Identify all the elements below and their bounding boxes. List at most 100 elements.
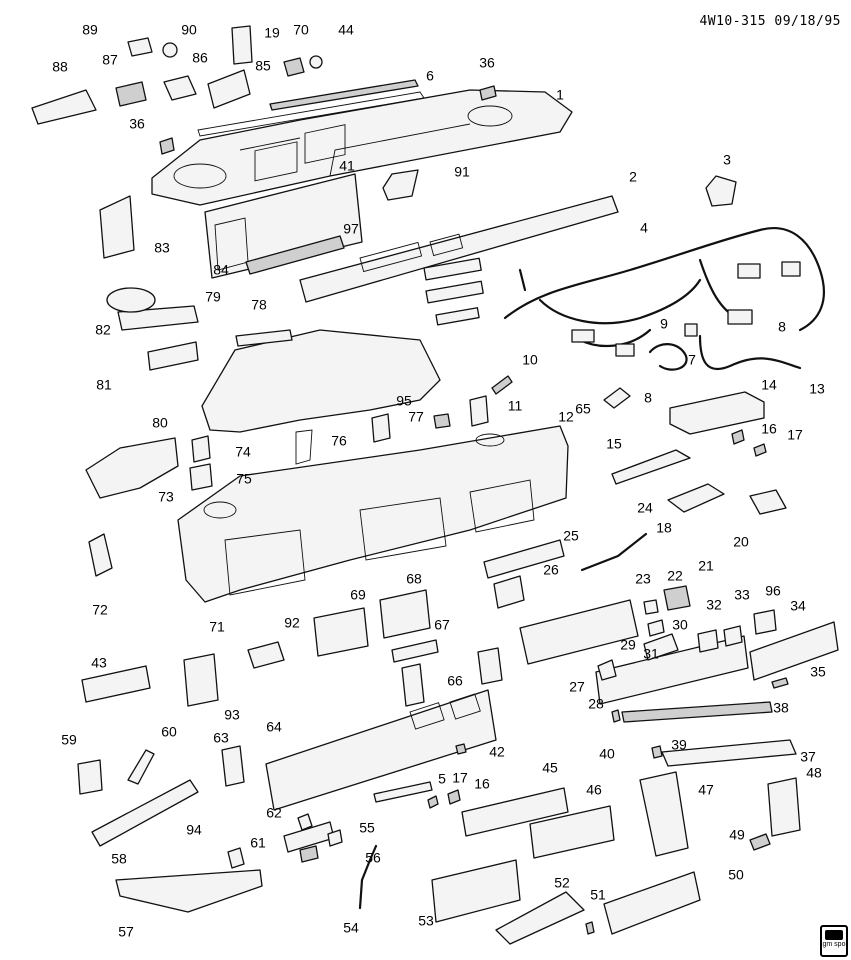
callout-c74: 74 — [235, 444, 251, 460]
callout-c42: 42 — [489, 744, 505, 760]
callout-c14: 14 — [761, 377, 777, 393]
callout-c54: 54 — [343, 920, 359, 936]
callout-c91: 91 — [454, 164, 470, 180]
outlet-75 — [189, 463, 213, 491]
relay — [684, 323, 698, 337]
callout-c30: 30 — [672, 617, 688, 633]
bracket-18 — [667, 483, 725, 513]
callout-c97: 97 — [343, 221, 359, 237]
callout-c60: 60 — [161, 724, 177, 740]
outlet-26 — [493, 575, 525, 609]
compartment-53 — [431, 859, 521, 923]
callout-c32: 32 — [706, 597, 722, 613]
screw-51 — [585, 921, 595, 935]
callout-c84: 84 — [213, 262, 229, 278]
clip-62 — [297, 813, 313, 831]
gm-spo-logo: gm spo — [820, 925, 848, 957]
screw-17a — [753, 443, 767, 457]
callout-c24: 24 — [637, 500, 653, 516]
callout-c8a: 8 — [778, 319, 786, 335]
nameplate-badges — [423, 257, 484, 326]
callout-c17b: 17 — [452, 770, 468, 786]
callout-c55: 55 — [359, 820, 375, 836]
callout-c72: 72 — [92, 602, 108, 618]
grille-78 — [235, 329, 293, 347]
trim-panel — [299, 195, 619, 303]
callout-c47: 47 — [698, 782, 714, 798]
harness-connector — [705, 175, 737, 207]
callout-c87: 87 — [102, 52, 118, 68]
outlet-81 — [147, 341, 199, 371]
callout-c25: 25 — [563, 528, 579, 544]
callout-c62: 62 — [266, 805, 282, 821]
control-module — [669, 391, 765, 435]
screw-17b — [427, 795, 439, 809]
callout-c2: 2 — [629, 169, 637, 185]
callout-c86: 86 — [192, 50, 208, 66]
callout-c10: 10 — [522, 352, 538, 368]
lower-trim-64 — [265, 689, 497, 811]
wiring-harness — [503, 227, 825, 357]
switch-66a — [401, 663, 425, 707]
extension-harness — [698, 334, 802, 371]
cover-94 — [227, 847, 245, 869]
callout-c13: 13 — [809, 381, 825, 397]
callout-c26: 26 — [543, 562, 559, 578]
switch-87 — [115, 81, 147, 107]
knob-90 — [162, 42, 178, 58]
screw-40 — [611, 709, 621, 723]
callout-c90: 90 — [181, 22, 197, 38]
callout-c22: 22 — [667, 568, 683, 584]
fastener-10 — [491, 375, 513, 395]
harness-24 — [580, 532, 648, 572]
callout-c12: 12 — [558, 409, 574, 425]
callout-c79: 79 — [205, 289, 221, 305]
callout-c44: 44 — [338, 22, 354, 38]
radio-43 — [81, 665, 151, 703]
callout-c70: 70 — [293, 22, 309, 38]
switch-63 — [221, 745, 245, 787]
instrument-panel-pad — [151, 89, 573, 206]
callout-c51: 51 — [590, 887, 606, 903]
callout-c19: 19 — [264, 25, 280, 41]
callout-c9: 9 — [660, 316, 668, 332]
bezel-45 — [461, 787, 569, 837]
callout-c43: 43 — [91, 655, 107, 671]
callout-c40: 40 — [599, 746, 615, 762]
callout-c15: 15 — [606, 436, 622, 452]
outlet-74 — [191, 435, 211, 463]
outlet-25 — [483, 539, 565, 579]
callout-c96: 96 — [765, 583, 781, 599]
switch-31 — [647, 619, 665, 637]
callout-c71: 71 — [209, 619, 225, 635]
defroster-grille — [269, 79, 419, 111]
switch-55 — [327, 829, 343, 847]
clip-59 — [77, 759, 103, 795]
callout-c88: 88 — [52, 59, 68, 75]
callout-c49: 49 — [729, 827, 745, 843]
callout-c95: 95 — [396, 393, 412, 409]
bracket-85 — [207, 69, 251, 109]
callout-c36a: 36 — [479, 55, 495, 71]
bracket-76 — [295, 429, 313, 465]
control-69 — [313, 607, 369, 657]
callout-c58: 58 — [111, 851, 127, 867]
callout-c81: 81 — [96, 377, 112, 393]
callout-c52: 52 — [554, 875, 570, 891]
callout-c53: 53 — [418, 913, 434, 929]
callout-c17a: 17 — [787, 427, 803, 443]
drawing-code: 4W10-315 09/18/95 — [699, 14, 841, 29]
bulb-socket-70 — [283, 57, 305, 77]
bracket-83 — [99, 195, 135, 259]
callout-c68: 68 — [406, 571, 422, 587]
switch-33 — [723, 625, 743, 647]
callout-c94: 94 — [186, 822, 202, 838]
trim-46 — [529, 805, 615, 859]
lamp-44 — [309, 55, 323, 69]
trim-29 — [595, 635, 749, 705]
callout-c28: 28 — [588, 696, 604, 712]
callout-c8b: 8 — [644, 390, 652, 406]
switch-89 — [127, 37, 153, 57]
button-28 — [597, 659, 617, 681]
